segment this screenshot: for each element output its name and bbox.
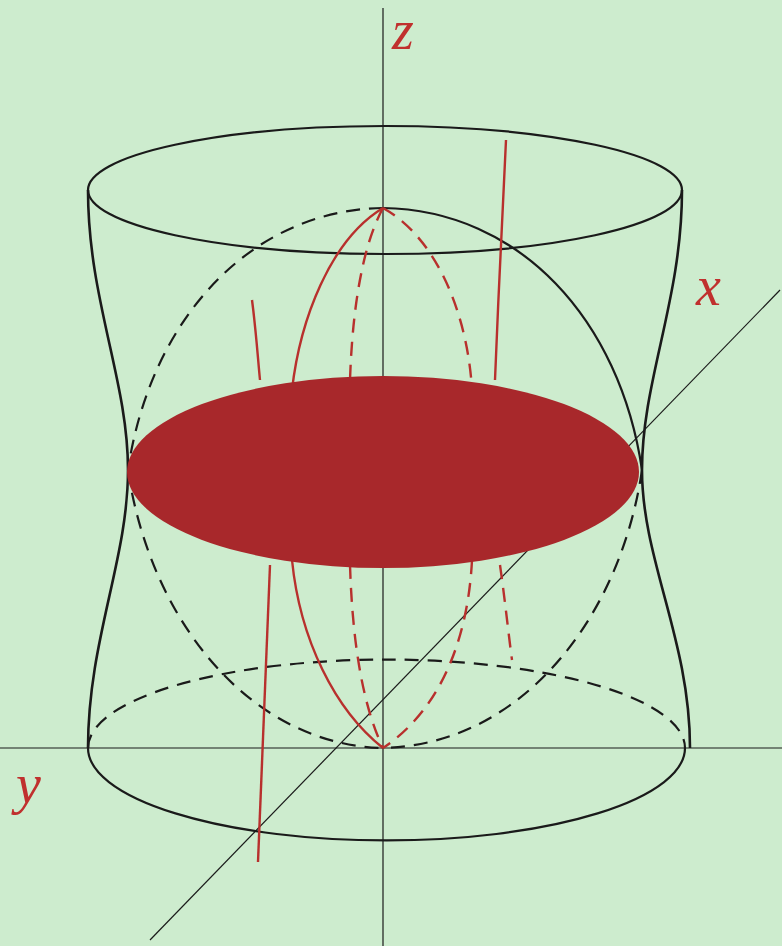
side-right bbox=[642, 190, 690, 748]
bottom-ellipse-back bbox=[88, 660, 685, 748]
ruling-line bbox=[495, 140, 506, 380]
ruling-line bbox=[258, 565, 270, 862]
section-ellipse bbox=[127, 376, 639, 568]
top-ellipse bbox=[88, 126, 682, 254]
bottom-ellipse-front bbox=[88, 748, 685, 840]
meridian bbox=[350, 208, 383, 380]
ruling-line bbox=[252, 300, 260, 380]
axis-label: z bbox=[392, 2, 414, 58]
side-left bbox=[88, 190, 128, 748]
meridian bbox=[292, 560, 383, 748]
meridian bbox=[383, 208, 472, 390]
axis-label: y bbox=[16, 756, 41, 812]
ruling-line bbox=[500, 565, 512, 660]
meridian bbox=[350, 565, 383, 748]
meridian bbox=[292, 208, 383, 390]
meridian bbox=[383, 560, 472, 748]
axis-label: x bbox=[696, 258, 721, 314]
